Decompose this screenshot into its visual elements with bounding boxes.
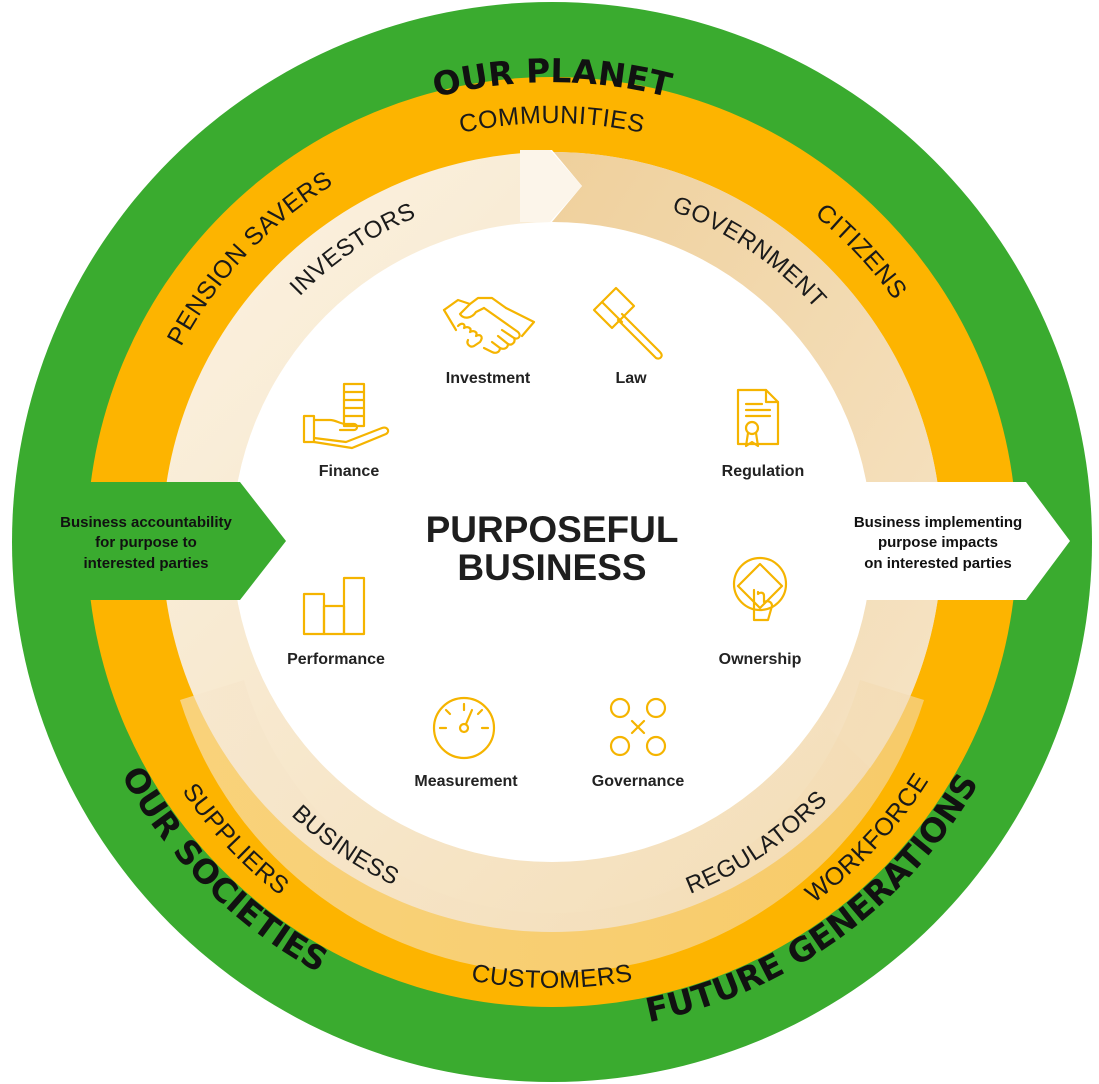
- left-arrow-line3: interested parties: [83, 555, 208, 572]
- center-title-line2: BUSINESS: [457, 547, 646, 588]
- icon-label-finance: Finance: [319, 463, 380, 480]
- right-arrow-line1: Business implementing: [854, 514, 1022, 531]
- certificate-icon: [736, 388, 780, 448]
- icon-label-governance: Governance: [592, 773, 685, 790]
- icon-label-regulation: Regulation: [722, 463, 805, 480]
- right-arrow-line3: on interested parties: [864, 555, 1012, 572]
- governance-icon: [609, 697, 667, 757]
- ownership-icon: [732, 556, 788, 622]
- gauge-icon: [432, 696, 496, 760]
- center-circle: [232, 222, 872, 862]
- left-arrow: [28, 482, 286, 600]
- left-arrow-line2: for purpose to: [95, 534, 197, 551]
- left-arrow-line1: Business accountability: [60, 514, 232, 531]
- icon-label-law: Law: [615, 370, 647, 387]
- inner-ring-bottom-band: [180, 680, 924, 973]
- handshake-icon: [442, 296, 536, 354]
- coins-in-hand-icon: [302, 382, 390, 450]
- icon-label-ownership: Ownership: [719, 651, 802, 668]
- bar-chart-icon: [302, 576, 366, 636]
- ring-arrow-body: [520, 150, 582, 222]
- icon-label-performance: Performance: [287, 651, 385, 668]
- icon-label-measurement: Measurement: [414, 773, 518, 790]
- right-arrow-line2: purpose impacts: [878, 534, 998, 551]
- icon-label-investment: Investment: [446, 370, 531, 387]
- center-title-line1: PURPOSEFUL: [426, 509, 679, 550]
- gavel-icon: [592, 286, 663, 360]
- right-arrow: [818, 482, 1070, 600]
